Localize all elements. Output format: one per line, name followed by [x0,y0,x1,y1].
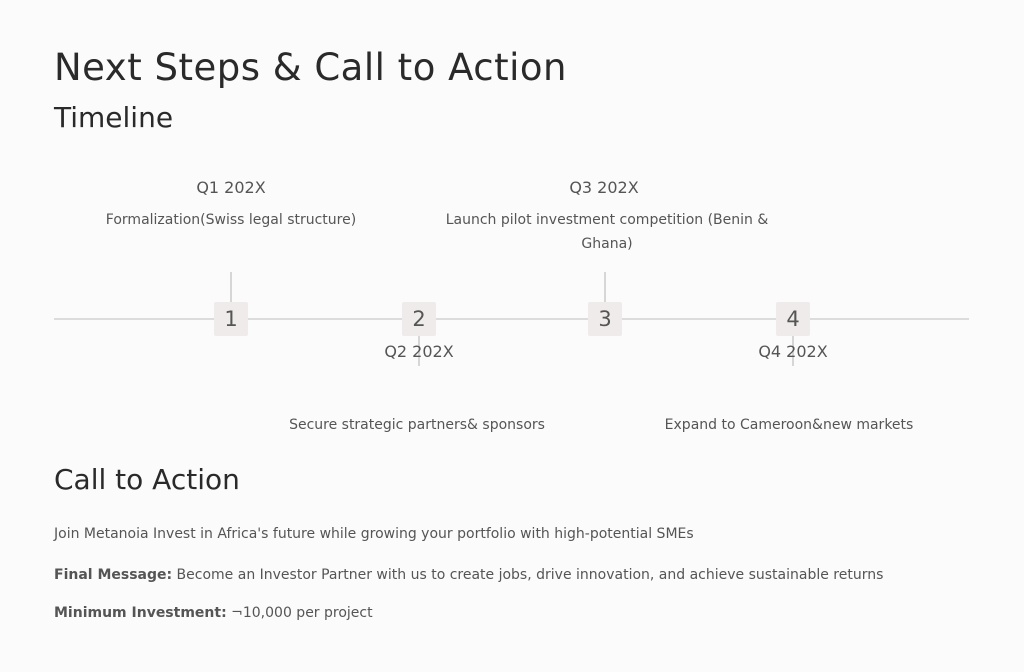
timeline-heading: Timeline [54,101,174,134]
minimum-investment-label: Minimum Investment: [54,605,227,621]
milestone-quarter: Q1 202X [196,178,266,197]
step-marker-4: 4 [776,302,810,336]
minimum-investment: Minimum Investment: ¬10,000 per project [54,605,373,621]
minimum-investment-text: ¬10,000 per project [226,605,373,621]
milestone-quarter: Q3 202X [569,178,639,197]
milestone-quarter: Q2 202X [384,342,454,361]
connector [230,272,232,302]
cta-intro: Join Metanoia Invest in Africa's future … [54,526,694,542]
connector [792,336,794,366]
step-marker-1: 1 [214,302,248,336]
step-marker-3: 3 [588,302,622,336]
milestone-description: Launch pilot investment competition (Ben… [445,212,769,252]
milestone-quarter: Q4 202X [758,342,828,361]
final-message-label: Final Message: [54,567,173,583]
milestone-description: Secure strategic partners& sponsors [289,417,545,433]
milestone-description: Expand to Cameroon&new markets [664,417,914,433]
step-marker-2: 2 [402,302,436,336]
final-message: Final Message: Become an Investor Partne… [54,567,883,583]
connector [604,272,606,302]
cta-heading: Call to Action [54,463,240,496]
timeline-axis [54,318,969,320]
connector [418,336,420,366]
milestone-description: Formalization(Swiss legal structure) [105,212,357,228]
final-message-text: Become an Investor Partner with us to cr… [172,567,884,583]
page-title: Next Steps & Call to Action [54,46,567,89]
